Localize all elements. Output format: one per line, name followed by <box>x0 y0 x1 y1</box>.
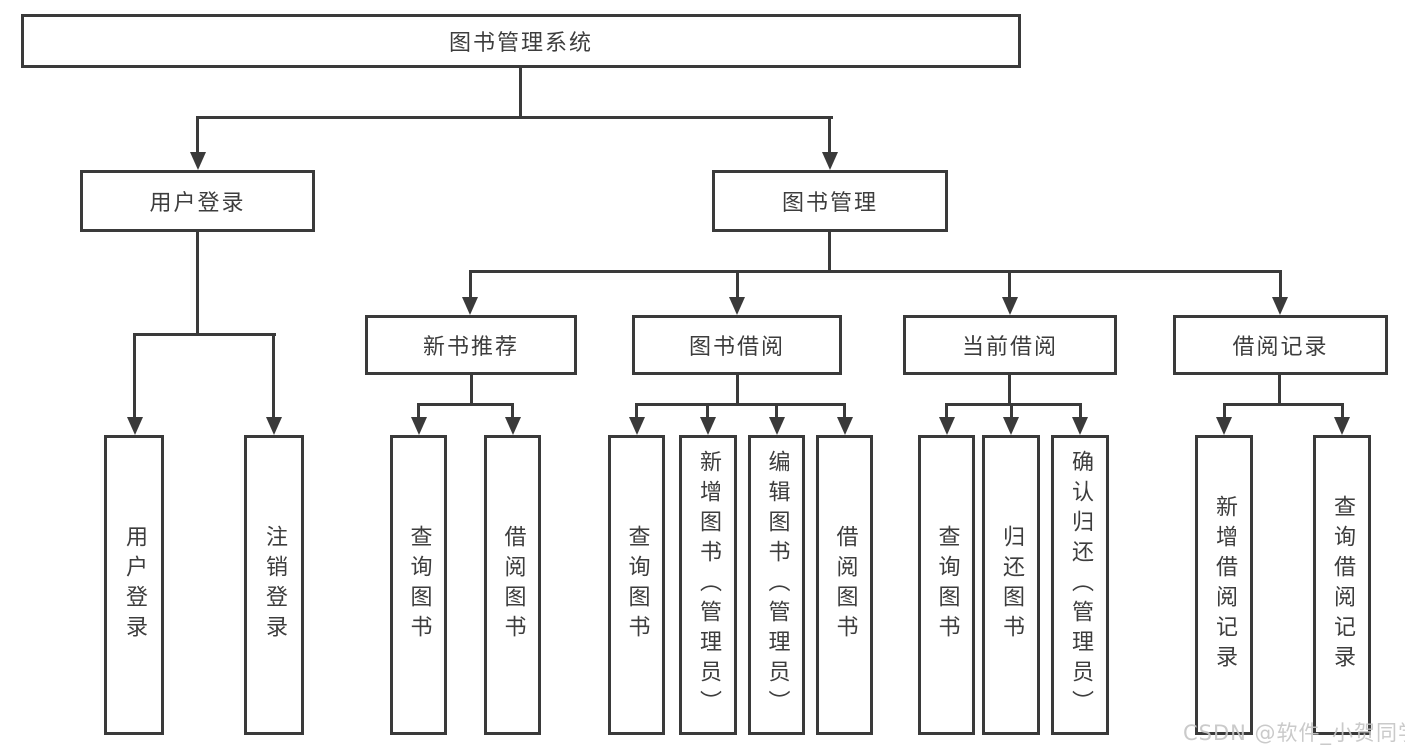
connector-line <box>1008 270 1011 300</box>
node-label: 图书管理 <box>781 191 878 216</box>
node-new-book-recommend: 新书推荐 <box>365 315 577 375</box>
leaf-logout: 注销登录 <box>244 435 304 735</box>
connector-line <box>1010 403 1013 419</box>
leaf-borrow-books-recommend: 借阅图书 <box>484 435 541 735</box>
arrow-down-icon <box>266 417 282 435</box>
node-label: 新书推荐 <box>422 335 519 360</box>
arrow-down-icon <box>1003 417 1019 435</box>
node-book-management: 图书管理 <box>712 170 948 232</box>
leaf-label: 归还图书 <box>999 525 1024 645</box>
connector-line <box>133 333 136 417</box>
connector-line <box>1341 403 1344 419</box>
connector-userlogin-stem <box>196 232 199 336</box>
leaf-label: 新增图书（管理员） <box>696 450 721 720</box>
node-label: 当前借阅 <box>961 335 1058 360</box>
arrow-down-icon <box>1002 297 1018 315</box>
leaf-query-books-borrowing: 查询图书 <box>608 435 665 735</box>
arrow-down-icon <box>837 417 853 435</box>
leaf-query-borrow-record: 查询借阅记录 <box>1313 435 1371 735</box>
leaf-return-books: 归还图书 <box>982 435 1040 735</box>
connector-root-stem <box>519 67 522 119</box>
arrow-down-icon <box>127 417 143 435</box>
arrow-down-icon <box>1072 417 1088 435</box>
connector-line <box>775 403 778 419</box>
leaf-add-books-admin: 新增图书（管理员） <box>679 435 737 735</box>
leaf-label: 借阅图书 <box>832 525 858 645</box>
arrow-down-icon <box>729 297 745 315</box>
node-book-management-system: 图书管理系统 <box>21 14 1021 68</box>
leaf-label: 新增借阅记录 <box>1212 495 1237 675</box>
arrow-down-icon <box>190 152 206 170</box>
connector-line <box>272 333 275 417</box>
arrow-down-icon <box>1334 417 1350 435</box>
connector-current-stem <box>1008 375 1011 406</box>
leaf-label: 注销登录 <box>262 525 287 645</box>
leaf-label: 用户登录 <box>122 525 147 645</box>
leaf-label: 确认归还（管理员） <box>1068 450 1093 720</box>
arrow-down-icon <box>700 417 716 435</box>
leaf-label: 编辑图书（管理员） <box>764 450 790 720</box>
connector-line <box>417 403 420 419</box>
connector-newbook-hline <box>417 403 514 406</box>
arrow-down-icon <box>1216 417 1232 435</box>
connector-current-hline <box>945 403 1082 406</box>
node-label: 用户登录 <box>149 191 246 216</box>
node-user-login: 用户登录 <box>80 170 315 232</box>
connector-line <box>196 116 199 154</box>
node-book-borrowing: 图书借阅 <box>632 315 842 375</box>
leaf-edit-books-admin: 编辑图书（管理员） <box>748 435 805 735</box>
connector-bookmgmt-stem <box>828 232 831 273</box>
arrow-down-icon <box>505 417 521 435</box>
leaf-label: 查询图书 <box>406 525 432 645</box>
node-label: 借阅记录 <box>1232 335 1329 360</box>
arrow-down-icon <box>462 297 478 315</box>
connector-line <box>635 403 638 419</box>
connector-line <box>1279 270 1282 300</box>
leaf-label: 查询借阅记录 <box>1330 495 1355 675</box>
connector-bookmgmt-hline <box>469 270 1282 273</box>
connector-borrowing-stem <box>736 375 739 406</box>
connector-line <box>511 403 514 419</box>
arrow-down-icon <box>769 417 785 435</box>
connector-line <box>469 270 472 300</box>
arrow-down-icon <box>822 152 838 170</box>
connector-line <box>945 403 948 419</box>
connector-line <box>843 403 846 419</box>
node-borrow-records: 借阅记录 <box>1173 315 1388 375</box>
node-current-borrowing: 当前借阅 <box>903 315 1117 375</box>
arrow-down-icon <box>1272 297 1288 315</box>
connector-records-hline <box>1223 403 1344 406</box>
leaf-label: 查询图书 <box>624 525 650 645</box>
connector-line <box>706 403 709 419</box>
leaf-borrow-books-borrowing: 借阅图书 <box>816 435 873 735</box>
leaf-label: 查询图书 <box>934 525 960 645</box>
connector-line <box>1223 403 1226 419</box>
connector-newbook-stem <box>470 375 473 406</box>
arrow-down-icon <box>939 417 955 435</box>
connector-borrowing-hline <box>635 403 846 406</box>
leaf-query-books-recommend: 查询图书 <box>390 435 447 735</box>
connector-userlogin-hline <box>133 333 276 336</box>
connector-records-stem <box>1278 375 1281 406</box>
connector-line <box>736 270 739 300</box>
node-label: 图书借阅 <box>688 335 785 360</box>
arrow-down-icon <box>411 417 427 435</box>
csdn-watermark: CSDN @软件_小贺同学 <box>1183 721 1405 745</box>
connector-line <box>828 116 831 154</box>
node-label: 图书管理系统 <box>448 31 593 56</box>
connector-root-hline <box>196 116 833 119</box>
leaf-user-login: 用户登录 <box>104 435 164 735</box>
leaf-label: 借阅图书 <box>500 525 526 645</box>
arrow-down-icon <box>629 417 645 435</box>
leaf-confirm-return-admin: 确认归还（管理员） <box>1051 435 1109 735</box>
leaf-add-borrow-record: 新增借阅记录 <box>1195 435 1253 735</box>
leaf-query-books-current: 查询图书 <box>918 435 975 735</box>
connector-line <box>1079 403 1082 419</box>
